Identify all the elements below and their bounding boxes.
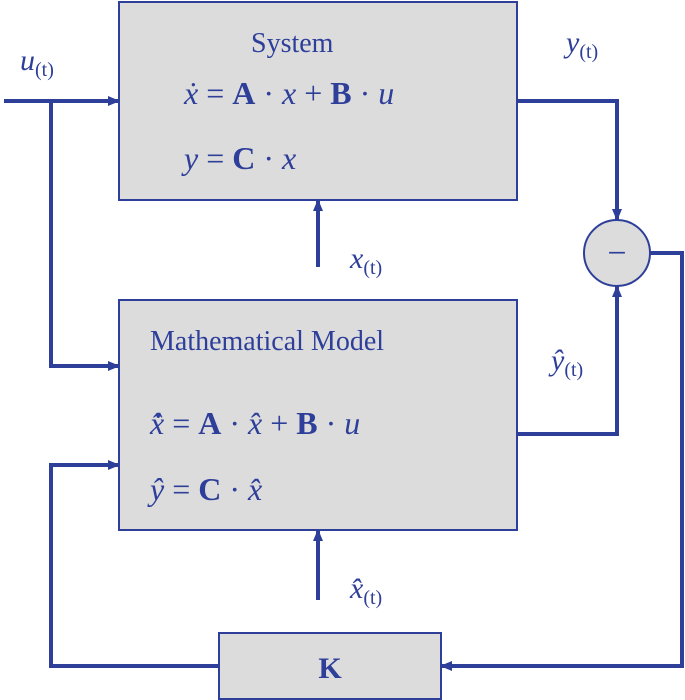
model-state-equation: x̂̇ = A · x̂ + B · u — [149, 405, 360, 441]
system-block — [118, 1, 518, 201]
summing-junction-symbol: − — [607, 235, 626, 272]
system-title: System — [251, 28, 334, 59]
model-output-label: ŷ(t) — [548, 344, 583, 381]
system-output-label: y(t) — [563, 26, 598, 63]
gain-block — [218, 632, 442, 700]
model-block — [118, 299, 518, 531]
input-signal-label: u(t) — [20, 44, 54, 81]
system-state-equation: ẋ = A · x + B · u — [183, 75, 394, 111]
model-title: Mathematical Model — [150, 326, 384, 357]
input-to-model-arrow — [49, 101, 120, 371]
system-state-label: x(t) — [349, 242, 382, 279]
model-output-arrow — [517, 285, 622, 436]
model-state-label: x̂(t) — [349, 572, 382, 609]
error-to-gain-arrow — [440, 251, 684, 671]
gain-label: K — [318, 652, 342, 685]
gain-to-model-arrow — [49, 460, 219, 668]
system-output-equation: y = C · x — [181, 140, 296, 176]
system-output-arrow — [517, 99, 622, 221]
model-output-equation: ŷ = C · x̂ — [147, 471, 262, 507]
